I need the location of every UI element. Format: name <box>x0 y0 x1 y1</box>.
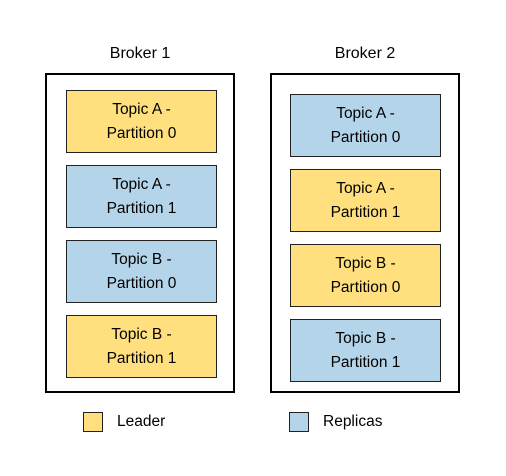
partition-number-label: Partition 0 <box>106 124 177 142</box>
partition-number-label: Partition 0 <box>106 274 177 292</box>
partition-topic-label: Topic A - <box>112 175 171 193</box>
legend-leader-swatch <box>83 412 103 432</box>
partition-number-label: Partition 1 <box>330 203 401 221</box>
partition-topic-label: Topic B - <box>335 329 396 347</box>
legend-replicas-swatch <box>289 412 309 432</box>
partition-number-label: Partition 1 <box>330 353 401 371</box>
broker-2-title: Broker 2 <box>334 45 396 62</box>
partition-topic-label: Topic A - <box>336 104 395 122</box>
partition-topic-label: Topic B - <box>111 325 172 343</box>
broker-2-partition-4: Topic B - Partition 1 <box>290 319 441 382</box>
broker-2-box: Topic A - Partition 0 Topic A - Partitio… <box>270 73 460 393</box>
legend-leader-label: Leader <box>117 413 166 430</box>
legend-replicas-label: Replicas <box>323 413 383 430</box>
broker-2-partition-1: Topic A - Partition 0 <box>290 94 441 157</box>
partition-topic-label: Topic A - <box>112 100 171 118</box>
broker-1-title: Broker 1 <box>109 45 171 62</box>
broker-1-partition-1: Topic A - Partition 0 <box>66 90 217 153</box>
partition-topic-label: Topic A - <box>336 179 395 197</box>
partition-number-label: Partition 0 <box>330 128 401 146</box>
partition-number-label: Partition 1 <box>106 349 177 367</box>
broker-2-partition-3: Topic B - Partition 0 <box>290 244 441 307</box>
partition-number-label: Partition 0 <box>330 278 401 296</box>
partition-number-label: Partition 1 <box>106 199 177 217</box>
partition-topic-label: Topic B - <box>111 250 172 268</box>
broker-1-partition-2: Topic A - Partition 1 <box>66 165 217 228</box>
partition-topic-label: Topic B - <box>335 254 396 272</box>
broker-1-partition-3: Topic B - Partition 0 <box>66 240 217 303</box>
broker-2-partition-2: Topic A - Partition 1 <box>290 169 441 232</box>
broker-1-partition-4: Topic B - Partition 1 <box>66 315 217 378</box>
broker-1-box: Topic A - Partition 0 Topic A - Partitio… <box>45 73 235 393</box>
